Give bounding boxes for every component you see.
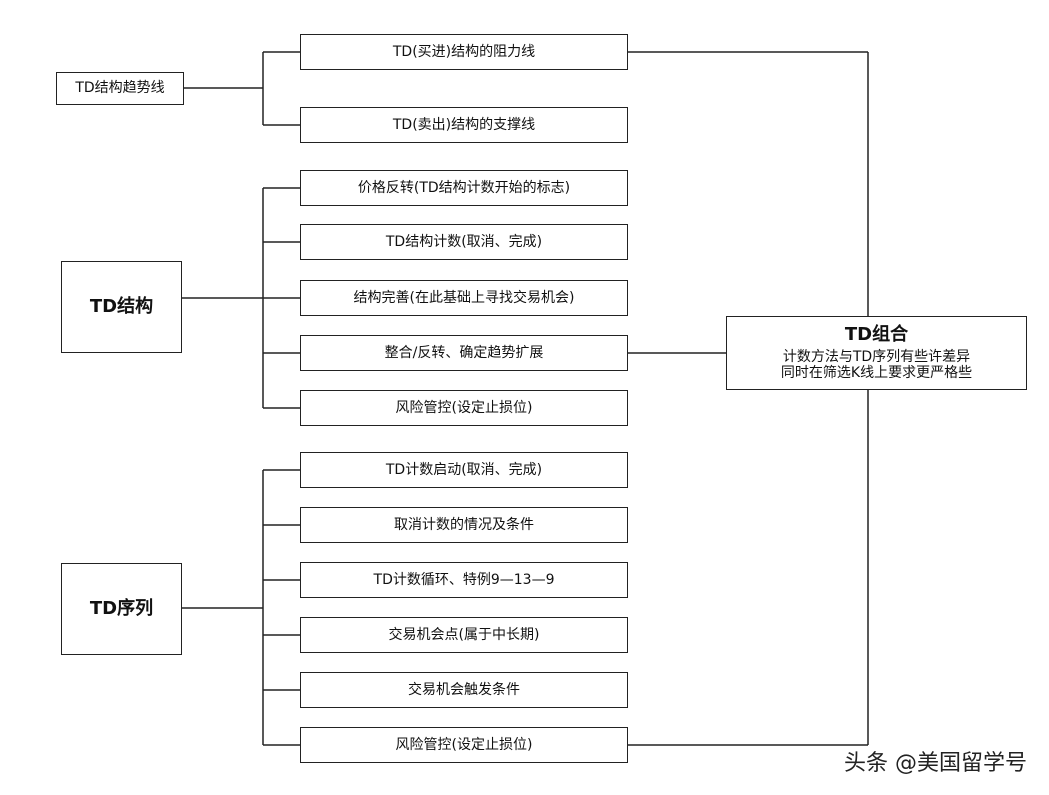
risk-control-box-structure: 风险管控(设定止损位) bbox=[300, 390, 628, 426]
td-count-start-box: TD计数启动(取消、完成) bbox=[300, 452, 628, 488]
td-structure-trendline-root: TD结构趋势线 bbox=[56, 72, 184, 105]
price-reversal-box: 价格反转(TD结构计数开始的标志) bbox=[300, 170, 628, 206]
td-buy-resistance-line-box: TD(买进)结构的阻力线 bbox=[300, 34, 628, 70]
risk-control-box-sequential: 风险管控(设定止损位) bbox=[300, 727, 628, 763]
td-sell-support-line-box: TD(卖出)结构的支撑线 bbox=[300, 107, 628, 143]
td-combo-line-2: 同时在筛选K线上要求更严格些 bbox=[780, 365, 973, 382]
trade-opportunity-point-box: 交易机会点(属于中长期) bbox=[300, 617, 628, 653]
td-combo-title: TD组合 bbox=[844, 323, 909, 345]
watermark: 头条 @美国留学号 bbox=[844, 751, 1027, 776]
td-structure-root: TD结构 bbox=[61, 261, 182, 353]
td-structure-count-box: TD结构计数(取消、完成) bbox=[300, 224, 628, 260]
cancel-count-conditions-box: 取消计数的情况及条件 bbox=[300, 507, 628, 543]
td-sequential-root: TD序列 bbox=[61, 563, 182, 655]
structure-completion-box: 结构完善(在此基础上寻找交易机会) bbox=[300, 280, 628, 316]
consolidation-reversal-box: 整合/反转、确定趋势扩展 bbox=[300, 335, 628, 371]
td-count-cycle-box: TD计数循环、特例9—13—9 bbox=[300, 562, 628, 598]
td-combo-box: TD组合 计数方法与TD序列有些许差异 同时在筛选K线上要求更严格些 bbox=[726, 316, 1027, 390]
td-combo-line-1: 计数方法与TD序列有些许差异 bbox=[782, 348, 971, 365]
trade-trigger-conditions-box: 交易机会触发条件 bbox=[300, 672, 628, 708]
